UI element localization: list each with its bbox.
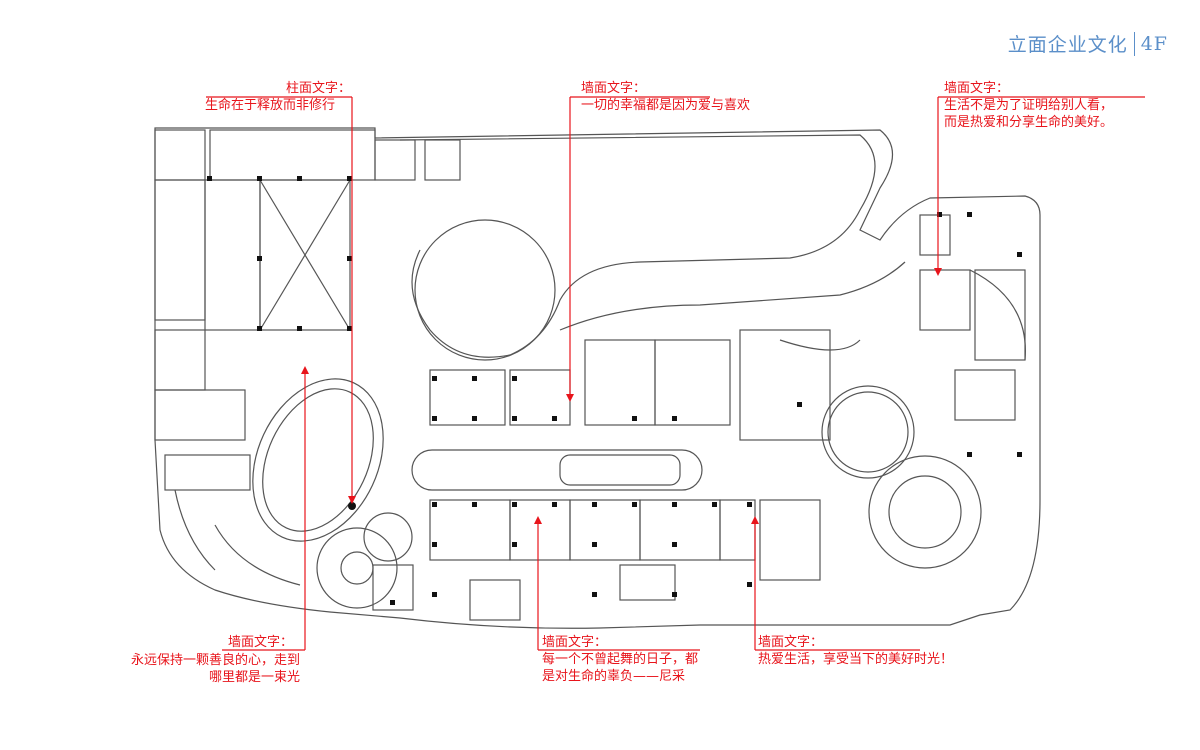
upper-curve: [399, 134, 876, 358]
atrium-east: [821, 385, 915, 479]
columns: [207, 176, 1022, 605]
annotation-title: 柱面文字：: [285, 81, 351, 96]
annotation-line: 一切的幸福都是因为爱与喜欢: [581, 98, 751, 113]
annotation-line: 每一个不曾起舞的日子，都: [542, 652, 699, 667]
annotation-column-1-text: 生命在于释放而非修行: [205, 97, 335, 114]
annotation-line: 生命在于释放而非修行: [205, 98, 336, 113]
header-title: 立面企业文化: [1007, 34, 1128, 56]
rotunda-south: [316, 527, 398, 609]
annotation-wall-4-title: 墙面文字：: [228, 634, 293, 651]
annotation-line: 而是热爱和分享生命的美好。: [944, 115, 1114, 130]
central-void: [411, 449, 703, 491]
rotunda-east: [868, 455, 982, 569]
annotation-title: 墙面文字：: [944, 81, 1010, 96]
lower-curve: [559, 261, 906, 331]
annotation-title: 墙面文字：: [542, 635, 608, 650]
central-dome: [414, 219, 556, 361]
page-header: 立面企业文化 4F: [1008, 30, 1168, 57]
building-outline: [154, 127, 1041, 629]
annotation-line: 生活不是为了证明给别人看，: [944, 98, 1114, 113]
annotation-wall-4: 永远保持一颗善良的心，走到 哪里都是一束光: [114, 652, 300, 686]
annotation-line: 热爱生活，享受当下的美好时光！: [758, 652, 954, 667]
annotation-wall-3: 墙面文字： 生活不是为了证明给别人看， 而是热爱和分享生命的美好。: [944, 80, 1113, 131]
atrium-west: [252, 378, 384, 542]
annotation-title: 墙面文字：: [758, 635, 824, 650]
annotation-wall-5: 墙面文字： 每一个不曾起舞的日子，都 是对生命的辜负——尼采: [542, 634, 698, 685]
annotation-title: 墙面文字：: [581, 81, 647, 96]
annotation-title: 墙面文字：: [228, 635, 294, 650]
header-separator: [1133, 31, 1135, 56]
annotation-wall-2: 墙面文字： 一切的幸福都是因为爱与喜欢: [581, 80, 750, 114]
annotation-line: 哪里都是一束光: [208, 670, 300, 685]
floor-label: 4F: [1140, 32, 1168, 55]
leader-lines: [206, 96, 1145, 651]
annotation-line: 是对生命的辜负——尼采: [542, 669, 686, 684]
annotation-wall-6: 墙面文字： 热爱生活，享受当下的美好时光！: [758, 634, 953, 668]
annotation-line: 永远保持一颗善良的心，走到: [130, 653, 300, 668]
